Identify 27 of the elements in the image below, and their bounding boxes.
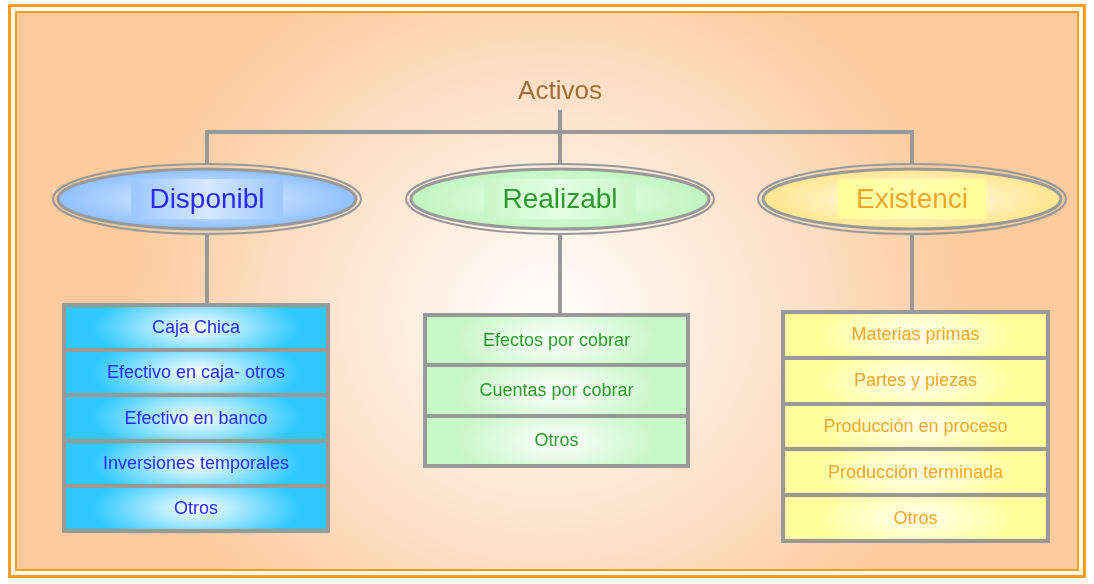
- list-item: Otros: [427, 417, 686, 464]
- connector-line: [558, 110, 914, 164]
- list-item: Otros: [66, 487, 326, 529]
- title-text: Activos: [460, 70, 660, 110]
- category-label: Disponibl: [131, 179, 283, 219]
- connector-line: [205, 235, 209, 303]
- category-ellipse: [52, 163, 362, 235]
- list-item: Efectivo en caja- otros: [66, 352, 326, 394]
- list-item: Producción terminada: [785, 451, 1046, 494]
- list-item: Inversiones temporales: [66, 442, 326, 484]
- category-ellipse: [757, 163, 1067, 235]
- list-item: Producción en proceso: [785, 405, 1046, 448]
- category-ellipse: [405, 163, 715, 235]
- list-item: Cuentas por cobrar: [427, 367, 686, 414]
- list-item: Caja Chica: [66, 307, 326, 349]
- list-item: Efectivo en banco: [66, 397, 326, 439]
- category-label: Realizabl: [484, 179, 636, 219]
- list-item: Efectos por cobrar: [427, 317, 686, 364]
- item-list-panel: [62, 303, 330, 533]
- list-item: Partes y piezas: [785, 359, 1046, 402]
- category-label: Existenci: [837, 179, 986, 219]
- connector-line: [558, 235, 562, 313]
- item-list-panel: [423, 313, 690, 468]
- connector-line: [910, 235, 914, 310]
- list-item: Otros: [785, 497, 1046, 539]
- item-list-panel: [781, 310, 1050, 543]
- list-item: Materias primas: [785, 314, 1046, 356]
